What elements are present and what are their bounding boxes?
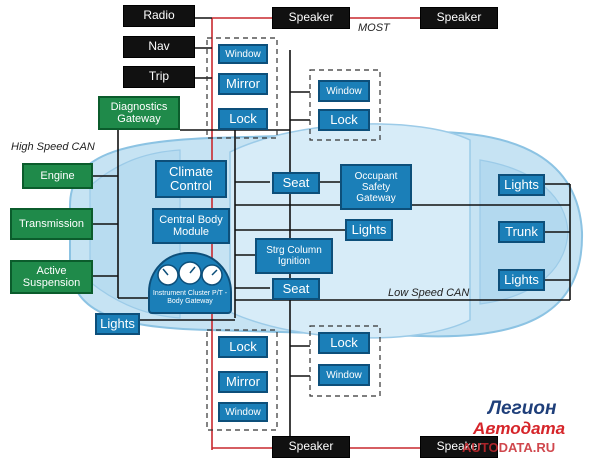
most-label: MOST (358, 22, 390, 34)
rear-right-lock: Lock (318, 332, 370, 354)
engine-module: Engine (22, 163, 93, 189)
lights-rear-top-module: Lights (498, 174, 545, 196)
door-groups (206, 37, 381, 431)
instrument-cluster-module (148, 252, 232, 314)
active-suspension-module: Active Suspension (10, 260, 93, 294)
steering-column-ignition-module: Strg Column Ignition (255, 238, 333, 274)
front-left-mirror: Mirror (218, 73, 268, 95)
low-speed-can-label: Low Speed CAN (388, 287, 470, 299)
speaker-top-right: Speaker (420, 7, 498, 29)
seat-front-module: Seat (272, 172, 320, 194)
climate-control-module: Climate Control (155, 160, 227, 198)
front-left-lock: Lock (218, 108, 268, 130)
front-left-window: Window (218, 44, 268, 64)
rear-left-lock: Lock (318, 109, 370, 131)
logo-line-2: Автодата (473, 419, 566, 438)
logo-url: AUTODATA.RU (462, 440, 556, 455)
seat-rear-module: Seat (272, 278, 320, 300)
front-right-door-group (206, 329, 278, 431)
nav-module: Nav (123, 36, 195, 58)
trunk-module: Trunk (498, 221, 545, 243)
speaker-top-mid: Speaker (272, 7, 350, 29)
lights-bottom-left-module: Lights (95, 313, 140, 335)
lights-center-module: Lights (345, 219, 393, 241)
central-body-module: Central Body Module (152, 208, 230, 244)
occupant-safety-gateway-module: Occupant Safety Gateway (340, 164, 412, 210)
speaker-bottom-right: Speaker (420, 436, 498, 458)
rear-right-door-group (309, 325, 381, 397)
front-right-window: Window (218, 402, 268, 422)
front-right-mirror: Mirror (218, 371, 268, 393)
rear-right-window: Window (318, 364, 370, 386)
trip-module: Trip (123, 66, 195, 88)
logo-line-1: Легион (488, 398, 557, 419)
rear-left-door-group (309, 69, 381, 141)
radio-module: Radio (123, 5, 195, 27)
front-left-door-group (206, 37, 278, 139)
transmission-module: Transmission (10, 208, 93, 240)
instrument-cluster-label: Instrument Cluster P/T - Body Gateway (152, 290, 228, 306)
front-right-lock: Lock (218, 336, 268, 358)
rear-left-window: Window (318, 80, 370, 102)
high-speed-can-label: High Speed CAN (11, 141, 95, 153)
lights-rear-bottom-module: Lights (498, 269, 545, 291)
diagnostics-gateway-module: Diagnostics Gateway (98, 96, 180, 130)
speaker-bottom-mid: Speaker (272, 436, 350, 458)
gauge-icons (157, 261, 223, 286)
